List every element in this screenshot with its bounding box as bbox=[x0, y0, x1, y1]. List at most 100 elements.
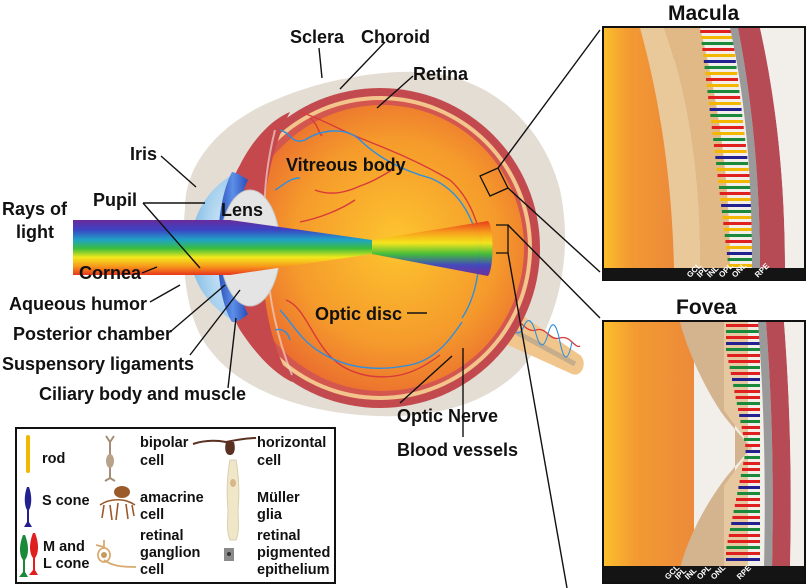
l-cone-icon bbox=[29, 533, 38, 575]
fovea-photoreceptor bbox=[737, 492, 760, 495]
fovea-inset: Fovea GCL IPL INL OPL ONL RPE bbox=[602, 296, 806, 584]
refracted-rays bbox=[372, 221, 493, 276]
fovea-photoreceptor bbox=[745, 450, 760, 453]
fovea-photoreceptor bbox=[726, 330, 760, 333]
macula-photoreceptor bbox=[704, 66, 737, 69]
fovea-photoreceptor bbox=[743, 462, 760, 465]
macula-photoreceptor bbox=[721, 204, 754, 207]
fovea-photoreceptor bbox=[730, 372, 760, 375]
label-retina: Retina bbox=[413, 64, 469, 84]
fovea-photoreceptor bbox=[726, 546, 760, 549]
fovea-photoreceptor bbox=[732, 516, 760, 519]
macula-photoreceptor bbox=[700, 36, 733, 39]
macula-photoreceptor bbox=[716, 168, 749, 171]
svg-text:amacrine: amacrine bbox=[140, 490, 204, 506]
macula-photoreceptor bbox=[719, 192, 752, 195]
svg-text:cell: cell bbox=[140, 453, 164, 469]
fovea-photoreceptor bbox=[745, 444, 760, 447]
macula-photoreceptor bbox=[713, 138, 746, 141]
fovea-photoreceptor bbox=[726, 324, 760, 327]
macula-photoreceptor bbox=[725, 240, 758, 243]
macula-photoreceptor bbox=[726, 252, 759, 255]
fovea-photoreceptor bbox=[738, 408, 760, 411]
fovea-photoreceptor bbox=[740, 420, 760, 423]
svg-text:M and: M and bbox=[43, 539, 85, 555]
macula-photoreceptor bbox=[723, 222, 756, 225]
legend-item-retinal-ganglion-cell: retinal ganglion cell bbox=[95, 528, 200, 578]
svg-text:L cone: L cone bbox=[43, 556, 89, 572]
svg-text:horizontal: horizontal bbox=[257, 435, 326, 451]
s-cone-icon bbox=[24, 487, 32, 527]
label-sclera: Sclera bbox=[290, 27, 345, 47]
fovea-photoreceptor bbox=[726, 342, 760, 345]
fovea-photoreceptor bbox=[738, 486, 760, 489]
macula-photoreceptor bbox=[724, 234, 757, 237]
macula-photoreceptor bbox=[700, 30, 733, 33]
legend-item-rod: rod bbox=[26, 435, 65, 473]
svg-text:cell: cell bbox=[140, 562, 164, 578]
macula-title: Macula bbox=[668, 2, 740, 25]
macula-photoreceptor bbox=[726, 246, 759, 249]
fovea-photoreceptor bbox=[729, 366, 760, 369]
fovea-photoreceptor bbox=[727, 540, 760, 543]
macula-photoreceptor bbox=[705, 72, 738, 75]
fovea-photoreceptor bbox=[728, 534, 760, 537]
label-pupil: Pupil bbox=[93, 190, 137, 210]
macula-photoreceptor bbox=[713, 144, 746, 147]
legend-item-s-cone: S cone bbox=[24, 487, 90, 527]
fovea-photoreceptor bbox=[733, 510, 760, 513]
eye-labels: Sclera Choroid Retina Iris Vitreous body… bbox=[2, 27, 518, 460]
fovea-photoreceptor bbox=[730, 528, 760, 531]
svg-text:epithelium: epithelium bbox=[257, 562, 330, 578]
svg-text:retinal: retinal bbox=[257, 528, 301, 544]
svg-text:ganglion: ganglion bbox=[140, 545, 200, 561]
fovea-photoreceptor bbox=[736, 498, 760, 501]
svg-text:retinal: retinal bbox=[140, 528, 184, 544]
legend-item-rpe: retinal pigmented epithelium bbox=[224, 528, 330, 578]
label-choroid: Choroid bbox=[361, 27, 430, 47]
legend-item-bipolar-cell: bipolar cell bbox=[104, 435, 189, 482]
macula-photoreceptor bbox=[703, 54, 736, 57]
svg-text:cell: cell bbox=[140, 507, 164, 523]
macula-photoreceptor bbox=[701, 42, 734, 45]
macula-photoreceptor bbox=[706, 78, 738, 81]
fovea-photoreceptor bbox=[726, 336, 760, 339]
fovea-title: Fovea bbox=[676, 296, 737, 319]
fovea-photoreceptor bbox=[728, 360, 760, 363]
fovea-photoreceptor bbox=[733, 384, 760, 387]
fovea-photoreceptor bbox=[732, 378, 760, 381]
macula-photoreceptor bbox=[702, 48, 735, 51]
fovea-photoreceptor bbox=[726, 558, 760, 561]
macula-photoreceptor bbox=[724, 228, 756, 231]
macula-photoreceptor bbox=[718, 186, 751, 189]
macula-photoreceptor bbox=[728, 264, 761, 267]
label-rays-of-light-1: Rays of bbox=[2, 199, 68, 219]
fovea-photoreceptor bbox=[739, 480, 760, 483]
rays-of-light bbox=[73, 220, 372, 275]
fovea-photoreceptor bbox=[731, 522, 760, 525]
macula-photoreceptor bbox=[708, 102, 741, 105]
cell-type-legend: rod S cone M and L cone bipolar cell ama… bbox=[15, 427, 336, 584]
legend-item-m-l-cone: M and L cone bbox=[19, 533, 89, 577]
label-rays-of-light-2: light bbox=[16, 222, 54, 242]
legend-item-horizontal-cell: horizontal cell bbox=[192, 435, 326, 469]
label-ciliary-body: Ciliary body and muscle bbox=[39, 384, 246, 404]
fovea-photoreceptor bbox=[734, 390, 760, 393]
macula-photoreceptor bbox=[722, 216, 755, 219]
label-aqueous-humor: Aqueous humor bbox=[9, 294, 147, 314]
macula-photoreceptor bbox=[709, 108, 742, 111]
eye-illustration bbox=[73, 29, 601, 588]
svg-text:pigmented: pigmented bbox=[257, 545, 330, 561]
legend-item-amacrine-cell: amacrine cell bbox=[99, 486, 204, 523]
leader-lines bbox=[141, 41, 464, 437]
macula-photoreceptor bbox=[714, 150, 747, 153]
label-blood-vessels: Blood vessels bbox=[397, 440, 518, 460]
svg-text:rod: rod bbox=[42, 451, 65, 467]
macula-photoreceptor bbox=[717, 174, 750, 177]
fovea-photoreceptor bbox=[739, 414, 760, 417]
fovea-photoreceptor bbox=[726, 552, 760, 555]
macula-photoreceptor bbox=[707, 90, 740, 93]
fovea-photoreceptor bbox=[741, 426, 760, 429]
amacrine-cell-icon bbox=[114, 486, 130, 498]
